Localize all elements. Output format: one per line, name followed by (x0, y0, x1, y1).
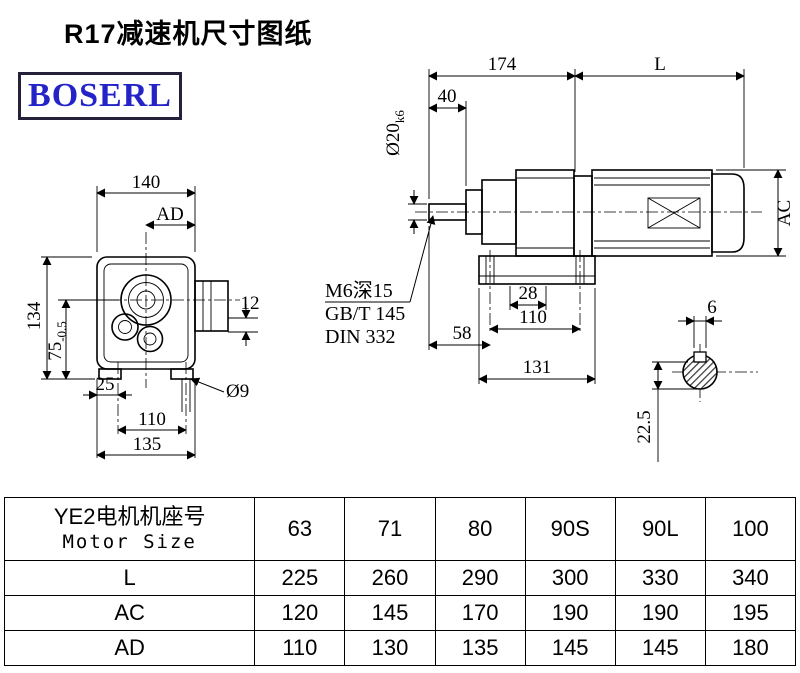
dim-58-label: 58 (453, 323, 472, 344)
value-cell: 260 (344, 560, 436, 596)
dim-40-label: 40 (438, 86, 457, 107)
note-din-label: DIN 332 (325, 326, 396, 348)
row-label-ac: AC (3, 595, 256, 631)
note-m6-label: M6深15 (325, 279, 393, 302)
motor-size-header-en: Motor Size (62, 530, 197, 553)
size-71-header: 71 (344, 497, 436, 561)
dim-131-label: 131 (523, 357, 552, 378)
left-view-centerlines (88, 232, 240, 434)
dim-key-height-label: 22.5 (634, 410, 655, 443)
dim-ac-label: AC (774, 200, 795, 226)
dim-135-label: 135 (133, 434, 162, 455)
size-80-header: 80 (434, 497, 526, 561)
dim-110-left-label: 110 (138, 409, 166, 430)
table-row-ad: AD 110 130 135 145 145 180 (3, 630, 797, 666)
row-label-l: L (3, 560, 256, 596)
motor-flange (573, 175, 593, 257)
keyway (693, 351, 707, 363)
left-view: 140 AD 134 75-0.5 (24, 172, 260, 460)
value-cell: 180 (704, 630, 797, 666)
fan-cowl (711, 173, 745, 253)
right-view-outline (415, 169, 762, 334)
dim-174-label: 174 (488, 54, 517, 75)
table-row-ac: AC 120 145 170 190 190 195 (3, 595, 797, 631)
dim-key-width-label: 6 (707, 297, 717, 318)
value-cell: 145 (344, 595, 436, 631)
dim-12-label: 12 (241, 293, 260, 314)
value-cell: 110 (254, 630, 346, 666)
right-view: 174 L 40 Ø20k6 AC (325, 54, 795, 462)
value-cell: 225 (254, 560, 346, 596)
value-cell: 190 (614, 595, 706, 631)
value-cell: 135 (434, 630, 526, 666)
motor-size-header-cn: YE2电机机座号 (53, 504, 206, 530)
size-100-header: 100 (704, 497, 797, 561)
size-90s-header: 90S (524, 497, 616, 561)
value-cell: 145 (614, 630, 706, 666)
dim-140-label: 140 (132, 172, 161, 193)
size-63-header: 63 (254, 497, 346, 561)
shaft-end-detail: 6 22.5 (634, 297, 758, 462)
dim-shaft-dia-label: Ø20k6 (383, 110, 407, 156)
technical-drawing: 140 AD 134 75-0.5 (24, 54, 795, 462)
motor-size-header-cell: YE2电机机座号 Motor Size (3, 497, 256, 561)
right-view-dimensions: 174 L 40 Ø20k6 AC (325, 54, 795, 384)
page-title: R17减速机尺寸图纸 (64, 19, 313, 49)
row-label-ad: AD (3, 630, 256, 666)
motor-nameplate (647, 197, 701, 229)
mounting-base (478, 255, 596, 285)
right-foot (170, 368, 194, 380)
value-cell: 300 (524, 560, 616, 596)
dim-ad-label: AD (156, 204, 183, 225)
brand-logo: BOSERL (18, 72, 182, 120)
dim-25-label: 25 (96, 374, 115, 395)
value-cell: 130 (344, 630, 436, 666)
table-header-row: YE2电机机座号 Motor Size 63 71 80 90S 90L 100 (3, 497, 797, 561)
dim-28-label: 28 (519, 283, 538, 304)
dim-134-label: 134 (24, 301, 45, 330)
value-cell: 330 (614, 560, 706, 596)
note-gbt-label: GB/T 145 (325, 303, 405, 325)
gear-housing (515, 169, 575, 257)
value-cell: 145 (524, 630, 616, 666)
size-90l-header: 90L (614, 497, 706, 561)
value-cell: 120 (254, 595, 346, 631)
left-view-dimensions: 140 AD 134 75-0.5 (24, 172, 260, 460)
left-view-outline (96, 256, 229, 412)
terminal-box-front (194, 280, 229, 332)
dim-110-right-label: 110 (519, 307, 547, 328)
table-row-l: L 225 260 290 300 330 340 (3, 560, 797, 596)
motor-body (591, 169, 713, 257)
value-cell: 340 (704, 560, 797, 596)
value-cell: 290 (434, 560, 526, 596)
dim-hole-label: Ø9 (226, 381, 249, 402)
dim-75-label: 75-0.5 (45, 321, 69, 361)
value-cell: 170 (434, 595, 526, 631)
dim-l-label: L (654, 54, 666, 75)
motor-size-table: YE2电机机座号 Motor Size 63 71 80 90S 90L 100… (3, 497, 797, 666)
left-foot (98, 368, 122, 380)
value-cell: 190 (524, 595, 616, 631)
value-cell: 195 (704, 595, 797, 631)
